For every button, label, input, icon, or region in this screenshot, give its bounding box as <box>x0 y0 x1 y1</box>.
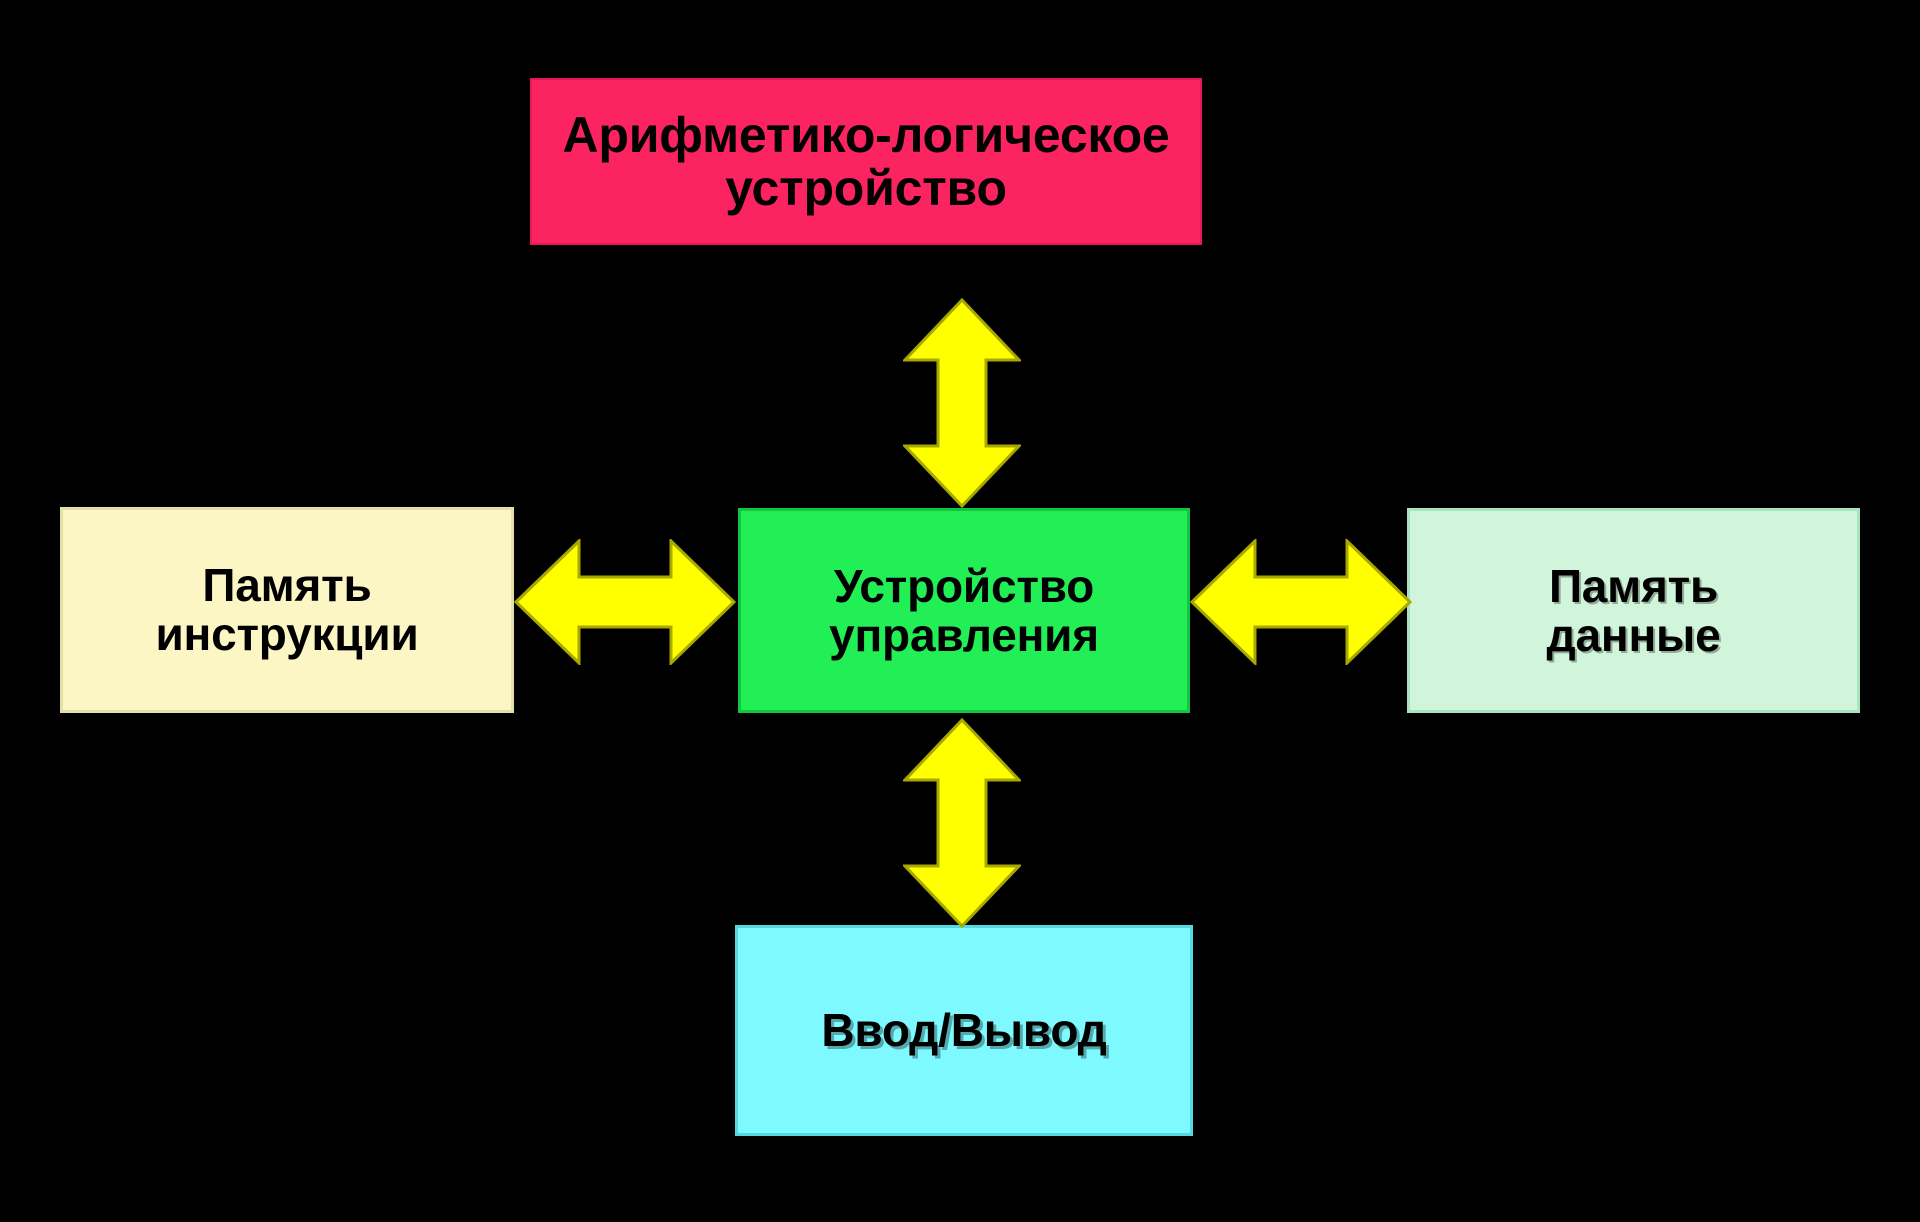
arrow-control-data-memory-bidirectional <box>1190 539 1412 665</box>
block-arithmetic-logic-unit[interactable]: Арифметико-логическое устройство <box>530 78 1202 245</box>
arrow-alu-control-bidirectional <box>903 298 1021 508</box>
arrow-instruction-memory-control-bidirectional <box>514 539 736 665</box>
block-control-unit[interactable]: Устройство управления <box>738 508 1190 713</box>
block-input-output[interactable]: Ввод/Вывод <box>735 925 1193 1136</box>
block-data-memory[interactable]: Память данные <box>1407 508 1860 713</box>
arrow-control-input-output-bidirectional <box>903 718 1021 928</box>
block-instruction-memory[interactable]: Память инструкции <box>60 507 514 713</box>
